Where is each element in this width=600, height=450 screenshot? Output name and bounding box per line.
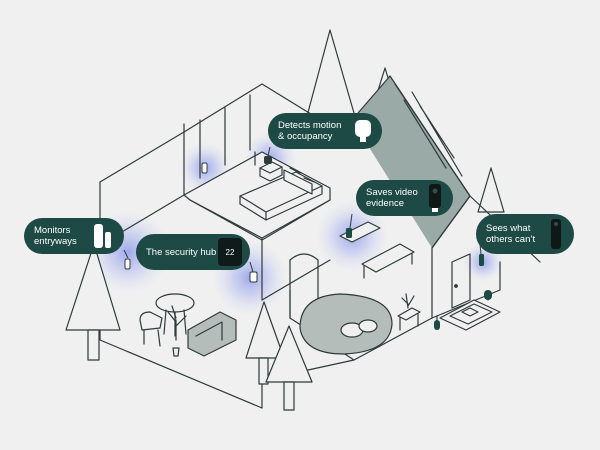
callout-label: Saves video evidence (366, 187, 418, 209)
callout-monitors-entryways: Monitors entryways (24, 218, 124, 254)
callout-security-hub: The security hub 22 (136, 234, 250, 270)
door-sensor-icon (94, 224, 111, 248)
callout-detects-motion: Detects motion & occupancy (268, 113, 382, 149)
hub-display-value: 22 (225, 247, 235, 257)
motion-sensor-icon (355, 120, 371, 142)
callout-leaders (123, 146, 482, 273)
wall-sensors (124, 156, 484, 283)
callout-sees-what-others-cant: Sees what others can’t (476, 214, 574, 254)
callout-label: Monitors entryways (34, 225, 77, 247)
doorbell-icon (551, 219, 561, 249)
callout-label: Sees what others can’t (486, 223, 536, 245)
callout-saves-video: Saves video evidence (356, 180, 453, 216)
hub-icon: 22 (218, 238, 242, 266)
house-outline (99, 29, 541, 409)
camera-icon (429, 184, 441, 212)
callout-label: The security hub (146, 246, 217, 258)
callout-label: Detects motion & occupancy (278, 120, 342, 142)
foreground-trees (65, 243, 313, 411)
